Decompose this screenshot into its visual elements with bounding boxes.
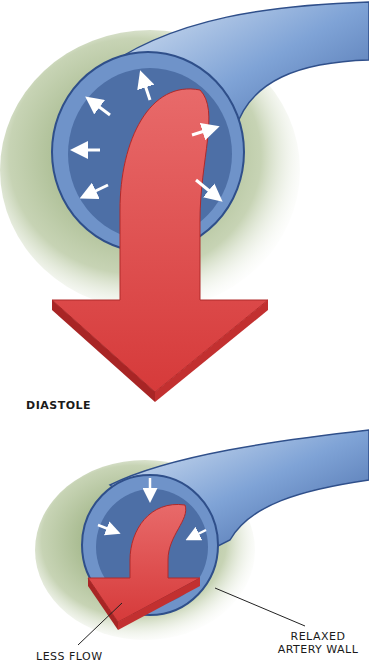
leader-line: [78, 603, 122, 645]
arrow-edge: [155, 300, 268, 402]
arrow-edge: [88, 578, 118, 630]
callout-label: LESS FLOW: [36, 650, 103, 663]
leader-line: [215, 588, 305, 626]
section-title: DIASTOLE: [26, 399, 91, 412]
arrow-edge: [52, 300, 155, 402]
pressure-arrows: [76, 76, 218, 198]
pressure-arrows: [98, 478, 206, 538]
blood-flow-arrow: [52, 89, 268, 392]
arrow-edge: [118, 578, 200, 630]
callout-label: RELAXED ARTERY WALL: [272, 630, 364, 656]
